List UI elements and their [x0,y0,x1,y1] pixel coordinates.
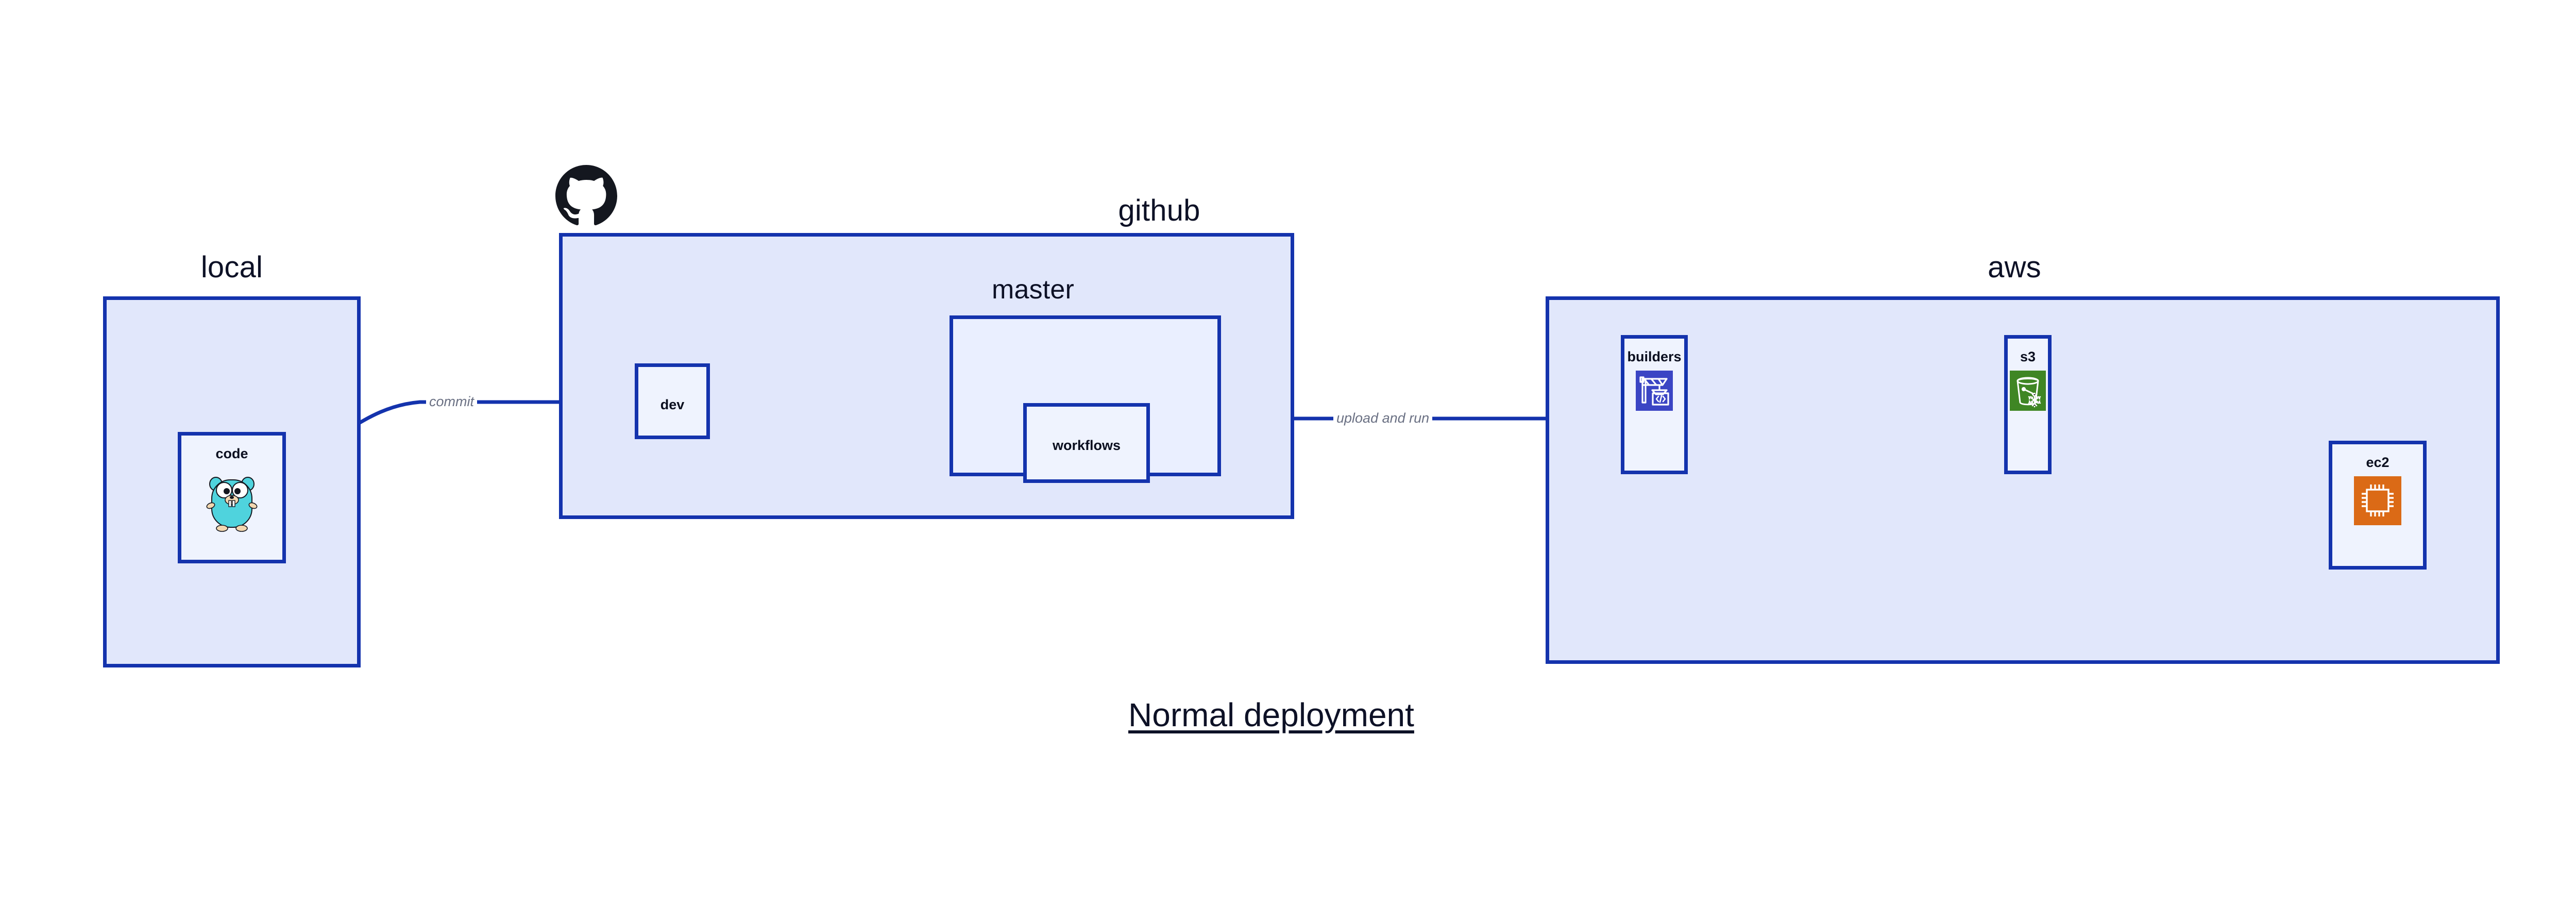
node-label-builders: builders [1627,349,1682,364]
edge-label-upload-and-run: upload and run [1333,411,1433,425]
node-label-dev: dev [660,397,685,412]
group-label-github: github [1118,194,1200,227]
group-label-local: local [200,250,263,284]
node-workflows[interactable]: workflows [1023,403,1150,483]
aws-codebuild-icon [1636,371,1673,411]
edge-label-commit: commit [426,395,477,409]
go-gopher-icon [204,472,260,533]
node-label-s3: s3 [2020,349,2036,364]
node-code[interactable]: code [178,432,286,563]
node-ec2[interactable]: ec2 [2329,441,2427,570]
node-dev[interactable]: dev [635,363,710,439]
aws-s3-glacier-icon [2010,371,2046,411]
node-s3[interactable]: s3 [2004,335,2052,474]
node-builders[interactable]: builders [1621,335,1688,474]
node-label-code: code [215,446,248,461]
aws-ec2-icon [2354,476,2401,525]
group-label-aws: aws [1988,250,2041,284]
github-octocat-logo [555,165,617,227]
node-label-workflows: workflows [1052,438,1121,453]
diagram-title: Normal deployment [1128,696,1414,733]
subgroup-label-master: master [991,275,1075,305]
node-label-ec2: ec2 [2366,455,2389,470]
